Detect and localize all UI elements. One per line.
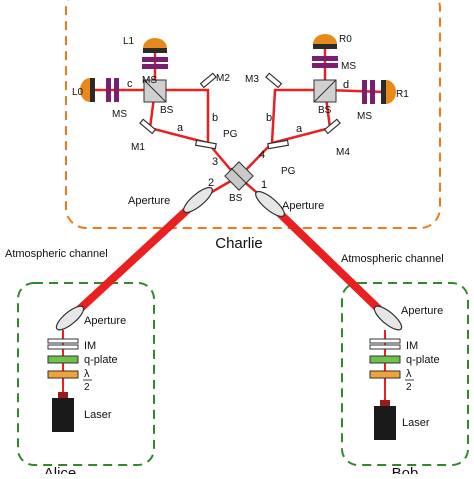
aperture-charlie-right-label: Aperture bbox=[282, 200, 324, 212]
pg-right-label: PG bbox=[281, 166, 296, 177]
right-beam-splitter bbox=[313, 79, 337, 103]
port-4-label: 4 bbox=[259, 149, 265, 161]
bob-im-bottom bbox=[369, 344, 401, 350]
bob-lambda-label: λ bbox=[406, 368, 412, 380]
detectors bbox=[80, 34, 396, 104]
mirrors bbox=[139, 72, 341, 135]
m3-label: M3 bbox=[245, 74, 259, 85]
detector-r0 bbox=[313, 34, 337, 49]
bob-halfwave-plate bbox=[369, 370, 401, 379]
detector-l0-label: L0 bbox=[72, 87, 84, 98]
aperture-charlie-right bbox=[255, 190, 285, 218]
central-beam-splitter bbox=[224, 161, 254, 191]
path-d-right-label: d bbox=[343, 79, 349, 91]
ms-r0 bbox=[312, 56, 338, 61]
aperture-charlie-left-label: Aperture bbox=[128, 195, 170, 207]
bob-label: Bob bbox=[392, 465, 419, 474]
bob-box bbox=[341, 282, 469, 466]
mirror-m3 bbox=[265, 72, 283, 89]
port-3-label: 3 bbox=[212, 156, 218, 168]
alice-setup bbox=[47, 305, 85, 432]
alice-im-label: IM bbox=[84, 340, 96, 352]
bob-setup bbox=[369, 305, 403, 440]
phase-grating-right bbox=[267, 139, 290, 150]
bob-laser bbox=[374, 406, 396, 440]
m1-label: M1 bbox=[131, 142, 145, 153]
left-beam-splitter bbox=[143, 79, 167, 103]
phase-grating-left bbox=[194, 139, 217, 150]
bob-qplate bbox=[369, 355, 401, 364]
charlie-apertures bbox=[183, 186, 285, 218]
pg-left-label: PG bbox=[223, 129, 238, 140]
path-a-right-label: a bbox=[296, 123, 303, 135]
m4-label: M4 bbox=[336, 147, 350, 158]
m2-label: M2 bbox=[216, 73, 230, 84]
bob-im-top bbox=[369, 338, 401, 344]
path-c-left-label: c bbox=[127, 78, 133, 90]
bs-right-label: BS bbox=[318, 105, 332, 116]
charlie-label: Charlie bbox=[215, 235, 263, 252]
bob-qplate-label: q-plate bbox=[406, 354, 440, 366]
bob-lambda-denominator: 2 bbox=[406, 382, 412, 393]
port-1-label: 1 bbox=[261, 179, 267, 191]
alice-laser-label: Laser bbox=[84, 409, 112, 421]
mirror-m4 bbox=[323, 118, 341, 135]
path-b-left-label: b bbox=[212, 112, 218, 124]
detector-r0-label: R0 bbox=[339, 34, 352, 45]
alice-box bbox=[17, 282, 155, 466]
bob-laser-label: Laser bbox=[402, 417, 430, 429]
alice-im-bottom bbox=[47, 344, 79, 350]
alice-qplate-label: q-plate bbox=[84, 354, 118, 366]
detector-l1-label: L1 bbox=[123, 36, 135, 47]
port-2-label: 2 bbox=[208, 177, 214, 189]
ms-l1 bbox=[142, 57, 168, 62]
ms-l0 bbox=[106, 78, 111, 102]
alice-lambda-denominator: 2 bbox=[84, 382, 90, 393]
atmospheric-channel-right-label: Atmospheric channel bbox=[341, 253, 444, 265]
detector-r1 bbox=[381, 80, 396, 104]
atmospheric-beam-right bbox=[267, 201, 391, 321]
alice-laser-head bbox=[58, 392, 68, 398]
ms-l1-label: MS bbox=[142, 75, 157, 86]
bs-left-label: BS bbox=[160, 105, 174, 116]
atmospheric-channel-left-label: Atmospheric channel bbox=[5, 248, 108, 260]
alice-lambda-label: λ bbox=[84, 368, 90, 380]
atmospheric-beam-left bbox=[67, 197, 201, 321]
mode-sorters bbox=[106, 56, 375, 104]
aperture-bob-label: Aperture bbox=[401, 305, 443, 317]
bs-center-label: BS bbox=[229, 193, 243, 204]
mirror-m1 bbox=[139, 118, 157, 135]
ms-r0-label: MS bbox=[341, 61, 356, 72]
detector-l1 bbox=[143, 38, 167, 53]
aperture-alice bbox=[55, 305, 85, 331]
path-a-left-label: a bbox=[177, 122, 184, 134]
alice-qplate bbox=[47, 355, 79, 364]
detector-l0 bbox=[80, 78, 95, 102]
bob-im-label: IM bbox=[406, 340, 418, 352]
ms-r1-label: MS bbox=[357, 111, 372, 122]
detector-r1-label: R1 bbox=[396, 89, 409, 100]
phase-gratings bbox=[194, 139, 290, 150]
aperture-charlie-left bbox=[183, 186, 213, 214]
mirror-m2 bbox=[199, 72, 217, 89]
charlie-box bbox=[65, 0, 441, 229]
path-b-right-label: b bbox=[266, 112, 272, 124]
ms-l0-label: MS bbox=[112, 109, 127, 120]
aperture-alice-label: Aperture bbox=[84, 315, 126, 327]
alice-laser bbox=[52, 398, 74, 432]
alice-label: Alice bbox=[44, 465, 77, 474]
alice-im-top bbox=[47, 338, 79, 344]
alice-halfwave-plate bbox=[47, 370, 79, 379]
bob-laser-head bbox=[380, 400, 390, 406]
ms-r1 bbox=[362, 80, 367, 104]
aperture-bob bbox=[373, 305, 403, 331]
